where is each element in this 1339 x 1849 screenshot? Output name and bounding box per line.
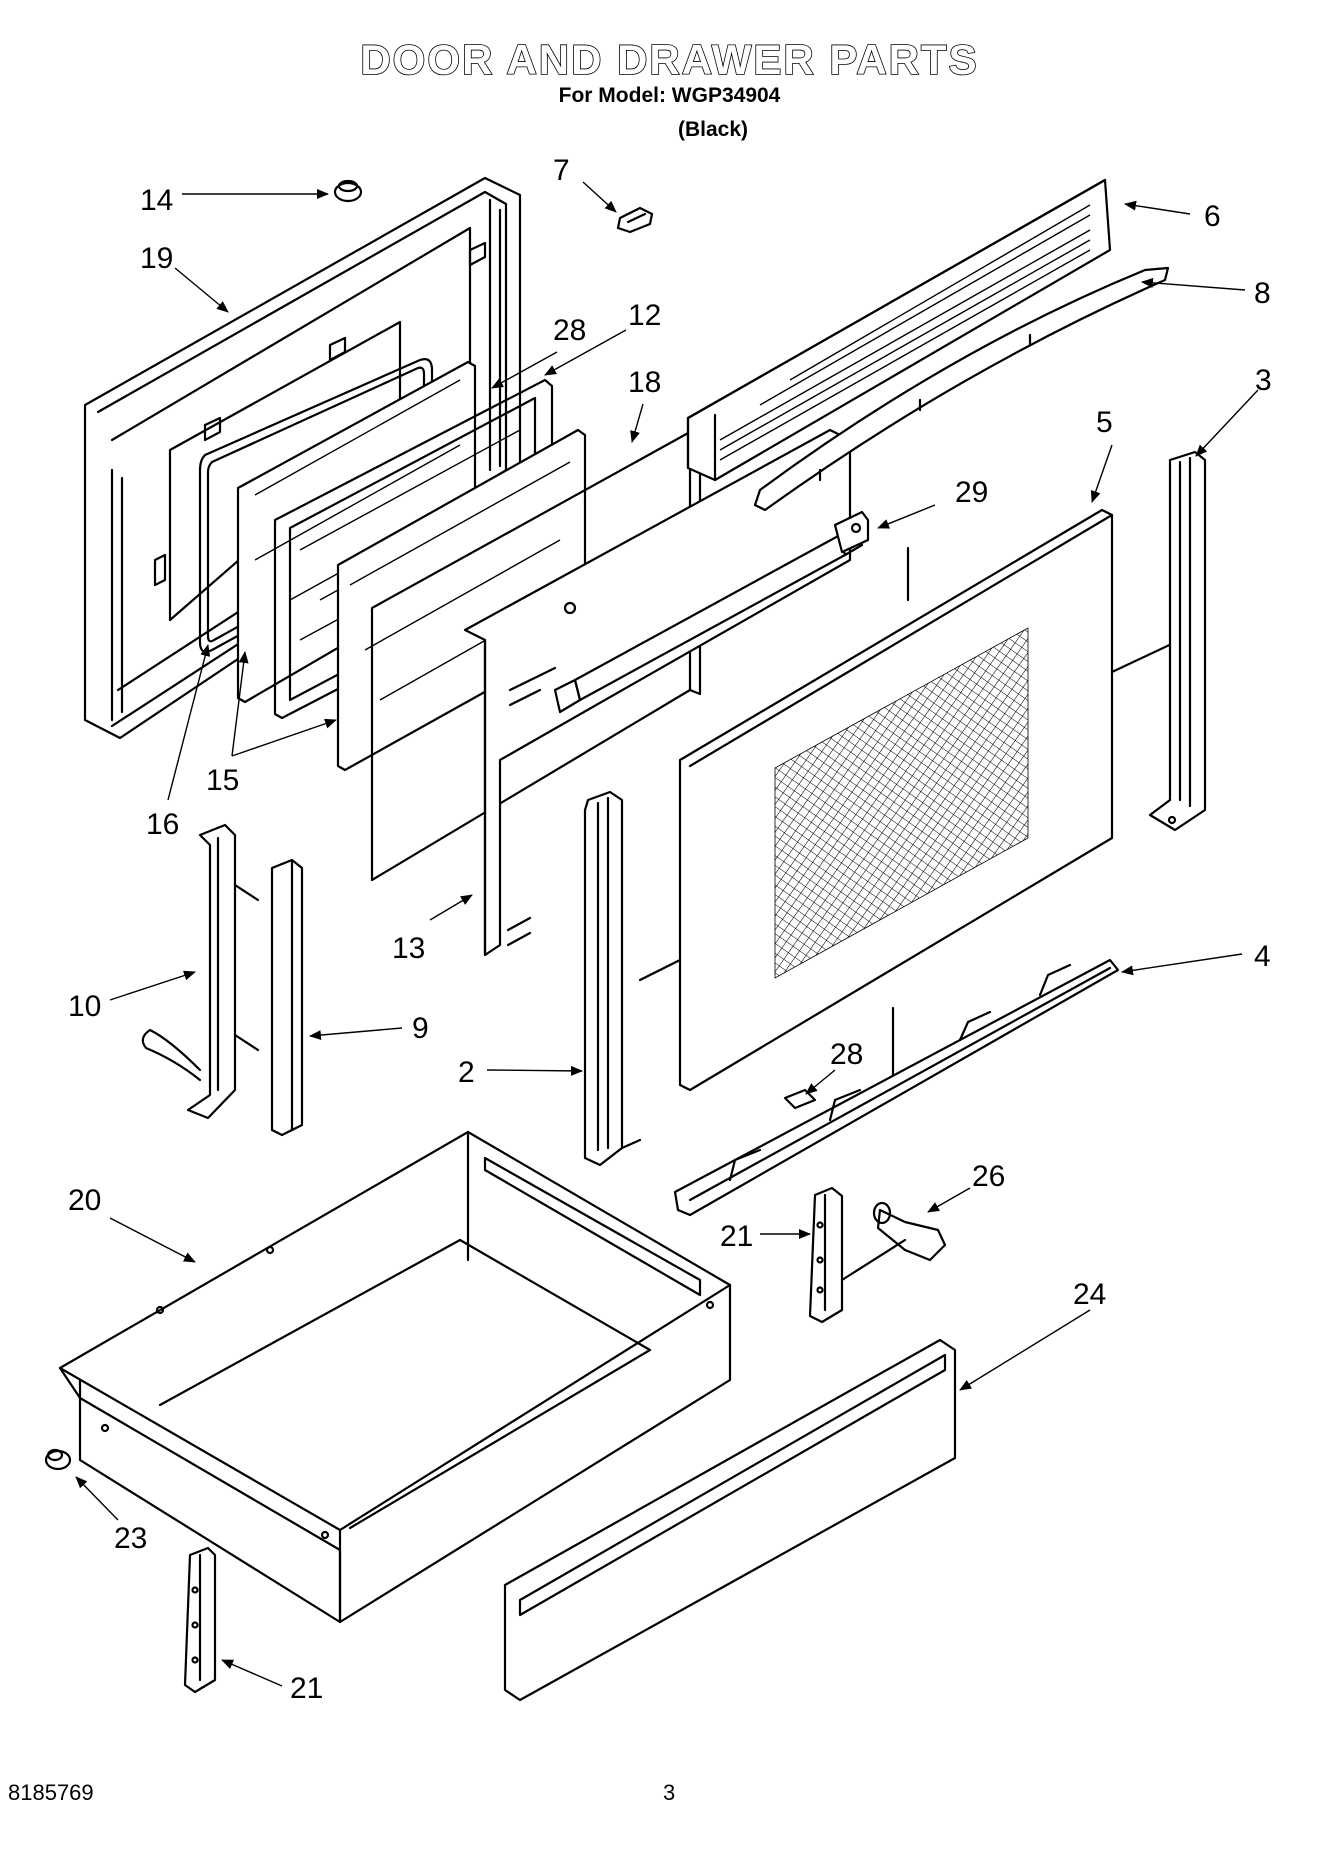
drawer-stop xyxy=(44,1448,72,1471)
callout-4: 4 xyxy=(1254,940,1271,973)
small-clip xyxy=(783,1088,817,1110)
callout-28-upper: 28 xyxy=(553,314,586,347)
callout-28-lower: 28 xyxy=(830,1038,863,1071)
inner-door-liner xyxy=(463,428,864,957)
document-number: 8185769 xyxy=(8,1780,94,1805)
callout-14: 14 xyxy=(140,184,173,217)
callout-12: 12 xyxy=(628,299,661,332)
callout-2: 2 xyxy=(458,1056,475,1089)
callout-13: 13 xyxy=(392,932,425,965)
callout-21-upper: 21 xyxy=(720,1220,753,1253)
drawer-roller xyxy=(840,1201,947,1282)
callout-29: 29 xyxy=(955,476,988,509)
callout-20: 20 xyxy=(68,1184,101,1217)
callout-9: 9 xyxy=(412,1012,429,1045)
callout-18: 18 xyxy=(628,366,661,399)
color-variant: (Black) xyxy=(678,118,749,141)
drawer-slide-upper xyxy=(808,1186,844,1324)
callout-15: 15 xyxy=(206,764,239,797)
drawer-body xyxy=(58,1130,732,1624)
vent-panel xyxy=(686,178,1112,482)
callout-19: 19 xyxy=(140,242,173,275)
callout-10: 10 xyxy=(68,990,101,1023)
page-number: 3 xyxy=(663,1780,676,1805)
door-glass-panels xyxy=(236,360,587,772)
callout-3: 3 xyxy=(1255,364,1272,397)
drawer-slide-lower xyxy=(183,1546,217,1694)
callout-16: 16 xyxy=(146,808,179,841)
hinge-clip xyxy=(616,206,654,234)
side-trim-right xyxy=(1148,450,1207,832)
callout-5: 5 xyxy=(1096,406,1113,439)
callout-8: 8 xyxy=(1254,277,1271,310)
side-trim-left-door xyxy=(583,790,642,1167)
model-line: For Model: WGP34904 xyxy=(558,84,781,107)
page-title: DOOR AND DRAWER PARTS xyxy=(360,35,979,84)
callout-23: 23 xyxy=(114,1522,147,1555)
callout-6: 6 xyxy=(1204,200,1221,233)
drawer-front xyxy=(503,1338,957,1702)
trim-strip xyxy=(270,858,304,1137)
handle-bracket xyxy=(833,510,870,554)
callout-24: 24 xyxy=(1073,1278,1106,1311)
side-trim-left xyxy=(141,823,260,1120)
callout-26: 26 xyxy=(972,1160,1005,1193)
callout-7: 7 xyxy=(553,154,570,187)
door-handle xyxy=(753,266,1170,512)
callout-21-lower: 21 xyxy=(290,1672,323,1705)
outer-door-glass xyxy=(638,508,1182,1092)
door-bumper xyxy=(333,179,363,203)
lower-rail xyxy=(673,958,1120,1217)
leader-arrows xyxy=(75,181,1259,1687)
